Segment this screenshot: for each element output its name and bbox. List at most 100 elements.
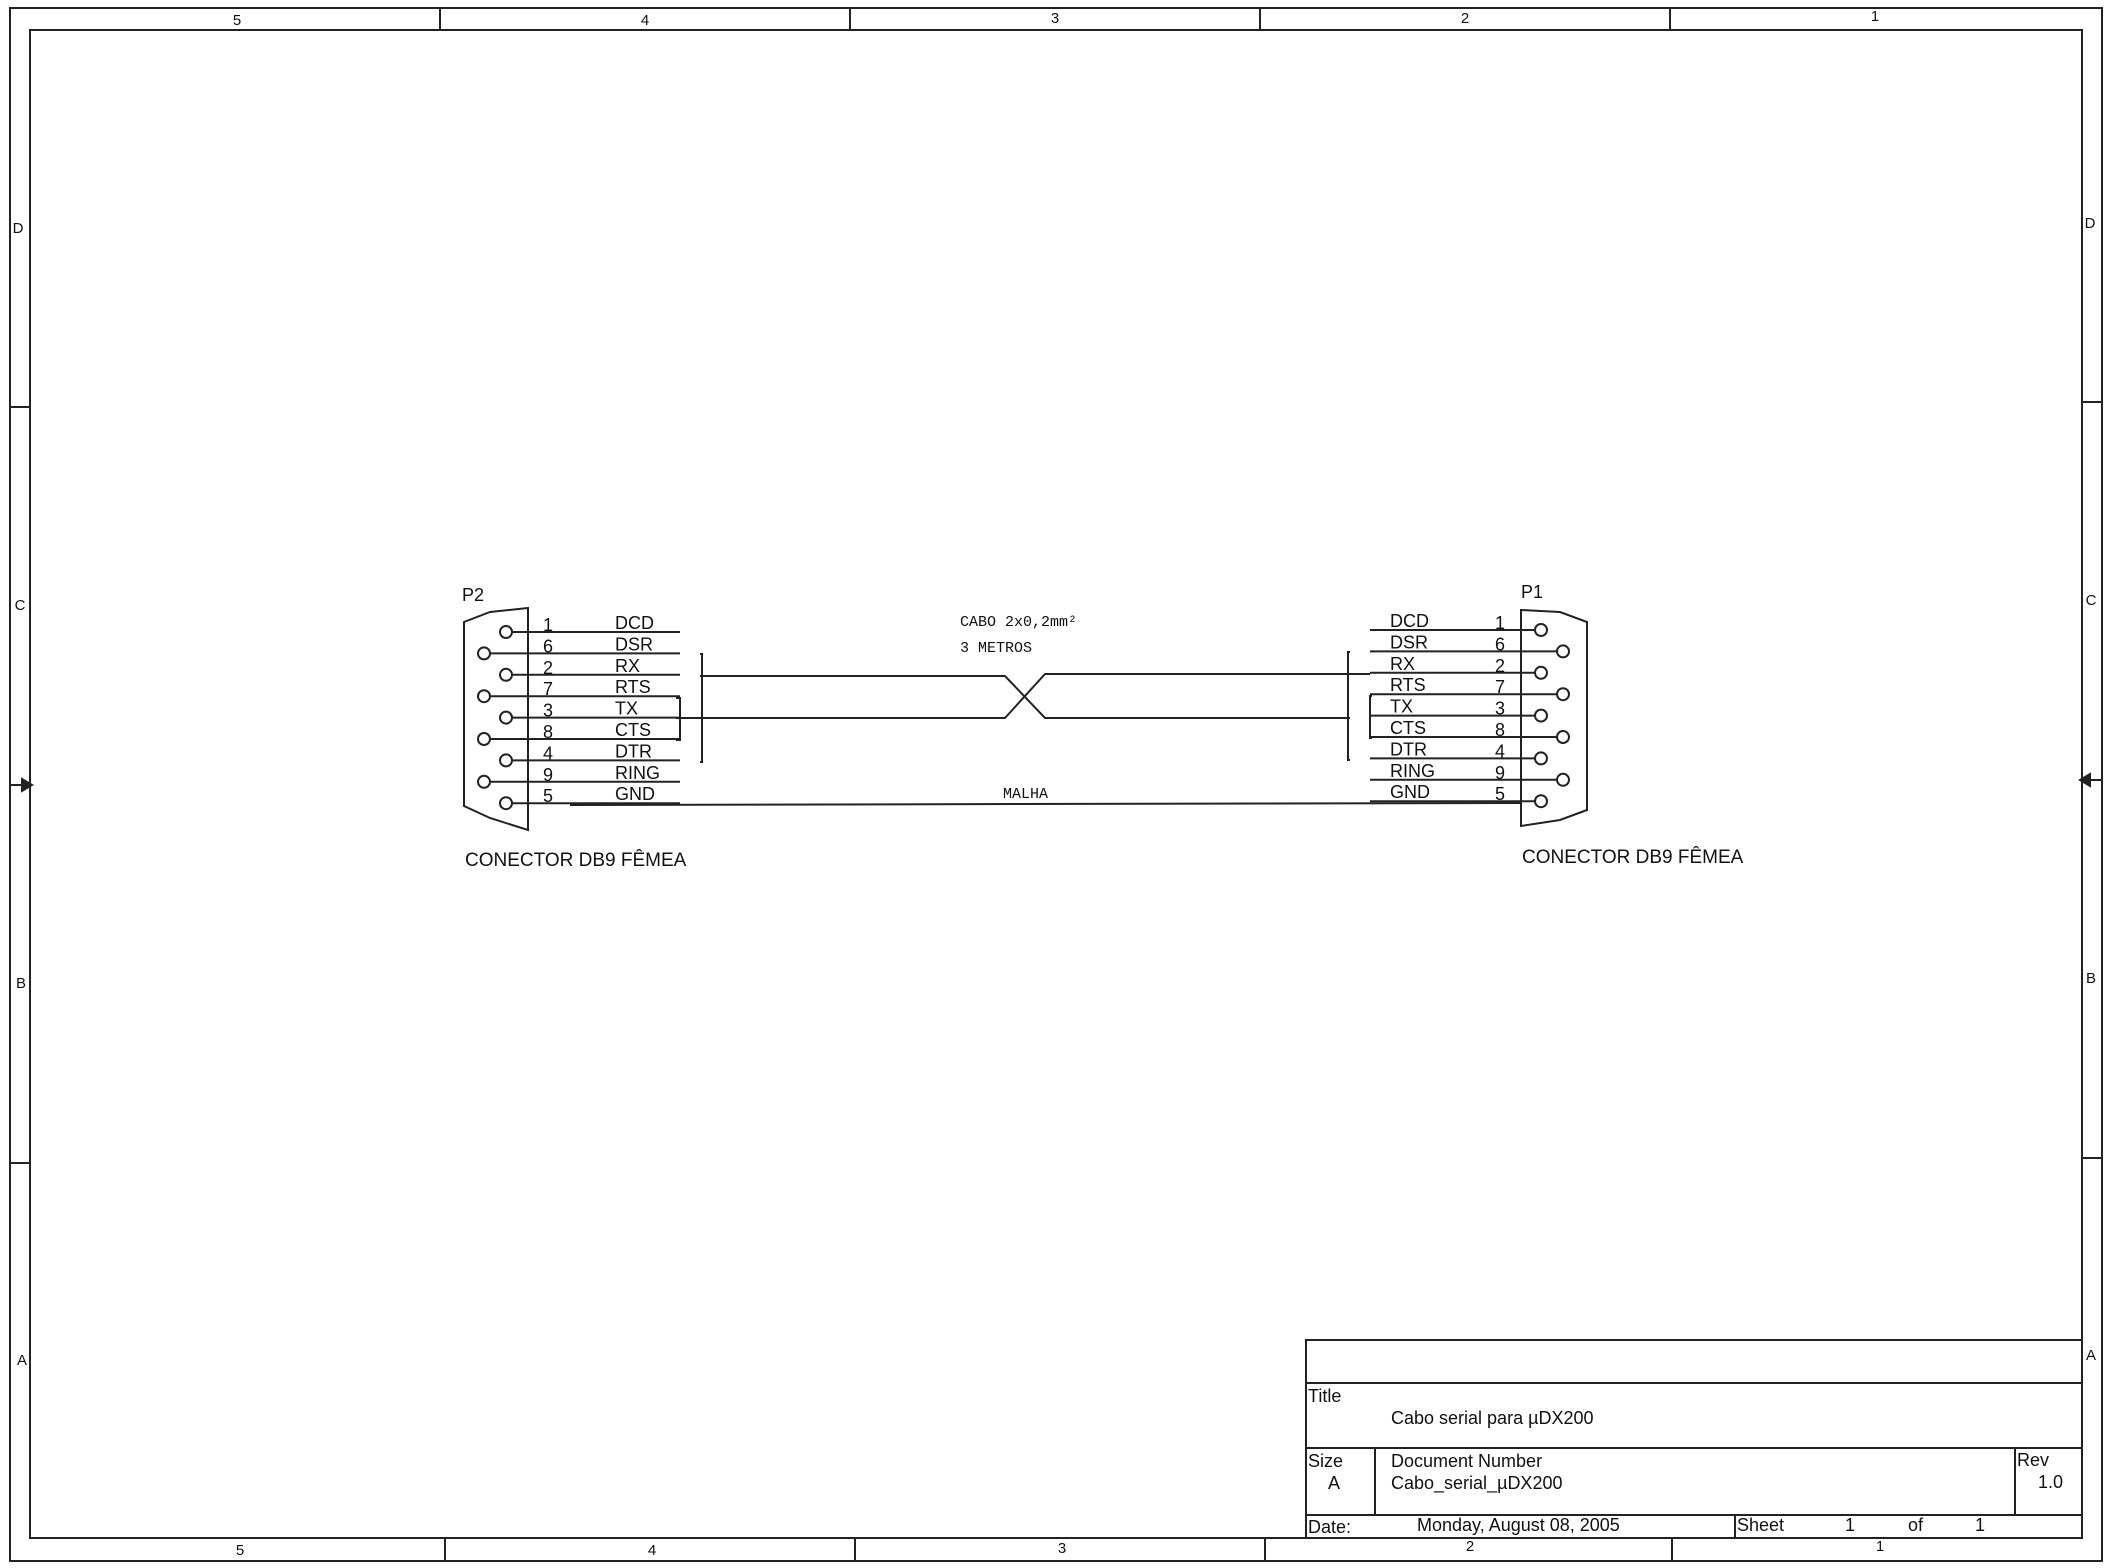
- p2-pin-signal: RTS: [615, 677, 651, 697]
- size-value: A: [1328, 1473, 1340, 1493]
- p2-pin-hole: [499, 796, 513, 811]
- sheet-border: [9, 7, 2103, 1562]
- p1-pin-hole: [1556, 687, 1570, 702]
- p1-pin-number: 7: [1495, 677, 1505, 697]
- p2-pin-hole: [477, 646, 491, 661]
- cable: [569, 673, 1521, 806]
- p2-pin-number: 7: [543, 679, 553, 699]
- p1-label: CONECTOR DB9 FÊMEA: [1522, 846, 1744, 868]
- zone-row-left: C: [15, 597, 26, 614]
- p1-pin-hole: [1534, 665, 1548, 680]
- p1-db9-shell: [1520, 608, 1588, 828]
- docnum-label: Document Number: [1391, 1451, 1542, 1471]
- p2-pin-signal: DCD: [615, 613, 654, 633]
- zone-row-right: D: [2085, 215, 2096, 232]
- size-label: Size: [1308, 1451, 1343, 1471]
- p1-dsr-dtr-jumper: [1347, 651, 1350, 761]
- p1-pin-hole: [1534, 751, 1548, 766]
- p1-pin-signal: CTS: [1390, 718, 1426, 738]
- p1-pin-hole: [1556, 772, 1570, 787]
- p1-pin-number: 5: [1495, 784, 1505, 804]
- docnum-value: Cabo_serial_µDX200: [1391, 1473, 1562, 1494]
- p2-pin-signal: RX: [615, 656, 640, 676]
- cable-tx-rx-cross: [676, 673, 1370, 719]
- date-label: Date:: [1308, 1517, 1351, 1537]
- zone-col-bottom: 4: [648, 1542, 656, 1559]
- p1-pin-signal: DTR: [1390, 739, 1427, 759]
- p1-pin-hole: [1534, 708, 1548, 723]
- sheet-label: Sheet: [1737, 1515, 1784, 1535]
- zone-col-bottom: 3: [1058, 1540, 1066, 1557]
- p1-pin-signal: RING: [1390, 761, 1435, 781]
- cable-spec: CABO 2x0,2mm²: [960, 614, 1077, 631]
- title-label: Title: [1308, 1386, 1341, 1406]
- rev-value: 1.0: [2038, 1472, 2063, 1492]
- p1-pin-signal: RTS: [1390, 675, 1426, 695]
- p1-pin-hole: [1556, 644, 1570, 659]
- p2-pin-number: 1: [543, 615, 553, 635]
- p2-pin-signal: TX: [615, 699, 638, 719]
- p2-pin-hole: [499, 625, 513, 639]
- cable-shield-gnd: [569, 802, 1521, 806]
- p1-pin-signal: DSR: [1390, 632, 1428, 652]
- zone-dividers: [10, 8, 2102, 1561]
- p2-pin-signal: GND: [615, 784, 655, 804]
- p2-ref: P2: [462, 585, 484, 605]
- zone-row-right: A: [2086, 1347, 2096, 1364]
- zone-row-right: C: [2086, 592, 2097, 609]
- zone-col-bottom: 1: [1876, 1538, 1884, 1555]
- centre-marks: [10, 772, 2102, 793]
- zone-row-left: A: [17, 1352, 27, 1369]
- p1-pin-number: 1: [1495, 613, 1505, 633]
- zone-row-right: B: [2086, 970, 2096, 987]
- zone-row-left: D: [13, 220, 24, 237]
- p2-pin-signal: DSR: [615, 634, 653, 654]
- p1-pin-signal: RX: [1390, 654, 1415, 674]
- zone-col-bottom: 5: [236, 1542, 244, 1559]
- sheets-value: 1: [1975, 1515, 1985, 1535]
- p1-pin-number: 6: [1495, 634, 1505, 654]
- p2-pin-hole: [499, 667, 513, 682]
- p1-pin-hole: [1556, 730, 1570, 744]
- zone-row-left: B: [16, 975, 26, 992]
- p2-pin-signal: CTS: [615, 720, 651, 740]
- p1-pin-number: 4: [1495, 741, 1505, 761]
- zone-col-top: 1: [1871, 8, 1879, 25]
- p2-pin-hole: [477, 732, 491, 746]
- cable-shield-label: MALHA: [1003, 786, 1048, 803]
- p2-db9-shell: [463, 606, 529, 832]
- document-title: Cabo serial para µDX200: [1391, 1408, 1593, 1428]
- p2-pin-hole: [477, 774, 491, 789]
- date-value: Monday, August 08, 2005: [1417, 1515, 1620, 1535]
- zone-col-top: 3: [1051, 10, 1059, 27]
- cable-length: 3 METROS: [960, 640, 1032, 657]
- zone-col-bottom: 2: [1466, 1538, 1474, 1555]
- p2-pin-number: 3: [543, 701, 553, 721]
- p2-pin-hole: [499, 753, 513, 768]
- p2-label: CONECTOR DB9 FÊMEA: [465, 849, 687, 871]
- p1-pin-number: 2: [1495, 656, 1505, 676]
- p1-pin-signal: DCD: [1390, 611, 1429, 631]
- p2-pin-number: 6: [543, 636, 553, 656]
- p1-pin-signal: TX: [1390, 697, 1413, 717]
- sheet-value: 1: [1845, 1515, 1855, 1535]
- p1-pin-hole: [1534, 794, 1548, 809]
- p2-pin-hole: [499, 710, 513, 725]
- p1-ref: P1: [1521, 582, 1543, 602]
- p2-pin-number: 8: [543, 722, 553, 742]
- zone-col-top: 5: [233, 12, 241, 29]
- p1-rts-cts-jumper: [1369, 695, 1372, 739]
- p2-pin-signal: RING: [615, 763, 660, 783]
- zone-col-top: 4: [641, 12, 649, 29]
- p2-pin-number: 9: [543, 765, 553, 785]
- p1-pin-number: 3: [1495, 699, 1505, 719]
- p2-pin-number: 5: [543, 786, 553, 806]
- title-block: [1305, 1339, 2083, 1539]
- p2-pin-number: 2: [543, 658, 553, 678]
- p1-pin-number: 8: [1495, 720, 1505, 740]
- p2-pin-hole: [477, 689, 491, 704]
- p2-pin-signal: DTR: [615, 741, 652, 761]
- zone-col-top: 2: [1461, 10, 1469, 27]
